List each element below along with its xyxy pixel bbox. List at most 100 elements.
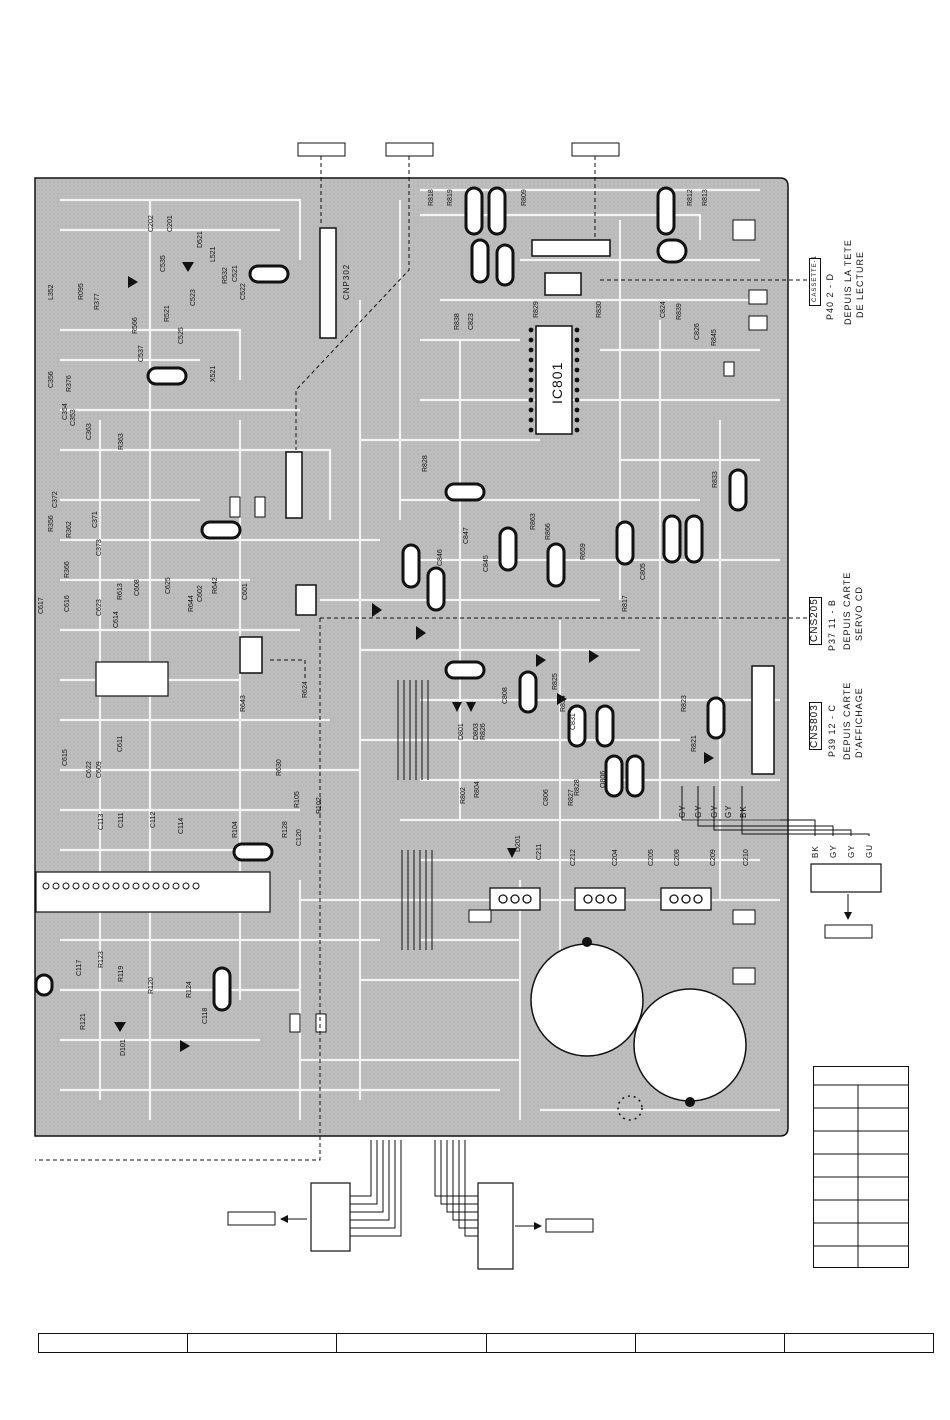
ref-r826: R826 <box>480 723 487 740</box>
cn-top <box>531 239 611 257</box>
reference-boxes <box>227 142 873 1233</box>
ref-r823: R823 <box>681 695 688 712</box>
ref-r376: R376 <box>66 375 73 392</box>
ref-c356: C356 <box>48 371 55 388</box>
ref-r833: R833 <box>712 471 719 488</box>
harness-right-plug <box>477 1182 514 1270</box>
ref-r613: R613 <box>117 583 124 600</box>
harness-left <box>350 1140 402 1237</box>
ref-r119: R119 <box>118 965 125 982</box>
right-cable <box>681 786 870 836</box>
wire-gy-3: GY <box>710 804 719 818</box>
ic801 <box>528 325 580 435</box>
ref-r105: R105 <box>294 791 301 808</box>
ref-c353: C353 <box>70 409 77 426</box>
ref-c615: C615 <box>62 749 69 766</box>
ref-r102: R102 <box>316 797 323 814</box>
ref-r377: R377 <box>94 293 101 310</box>
ref-c120: C120 <box>296 829 303 846</box>
ref-r819: R819 <box>447 189 454 206</box>
cns803-line1: DEPUIS CARTE <box>842 681 852 760</box>
right-plug <box>810 863 882 893</box>
cns803-line2: D'AFFICHAGE <box>854 687 864 758</box>
copper-traces <box>60 188 780 1120</box>
cassette-tag: CASSETTE-1 <box>812 254 818 302</box>
ref-r828: R828 <box>574 779 581 796</box>
diodes <box>114 262 714 1052</box>
ref-c112: C112 <box>150 811 157 828</box>
mount-hole <box>617 1095 643 1121</box>
wire-gy-1: GY <box>678 804 687 818</box>
cns803-page: P39 12 - C <box>827 703 837 757</box>
ref-c537: C537 <box>138 345 145 362</box>
ref-d801: D801 <box>458 723 465 740</box>
ref-d803: D803 <box>473 723 480 740</box>
ref-c617: C617 <box>38 597 45 614</box>
ref-c608: C608 <box>134 579 141 596</box>
display-pins <box>42 882 200 890</box>
white-pads <box>229 219 768 1033</box>
ref-r642: R642 <box>212 577 219 594</box>
ref-c847: C847 <box>463 527 470 544</box>
ref-c845: C845 <box>483 555 490 572</box>
ref-r356: R356 <box>48 515 55 532</box>
ref-d101: D101 <box>120 1039 127 1056</box>
ref-c111: C111 <box>118 812 125 828</box>
ref-r834: R834 <box>560 695 567 712</box>
ref-r624: R624 <box>302 681 309 698</box>
ref-c208: C208 <box>674 849 681 866</box>
ref-r818: R818 <box>428 189 435 206</box>
ref-r124: R124 <box>186 981 193 998</box>
ref-c823: C823 <box>468 313 475 330</box>
ref-d201: D201 <box>515 835 522 852</box>
ref-c202: C202 <box>148 215 155 232</box>
ref-c118: C118 <box>202 1007 209 1024</box>
three-pin-connectors <box>489 887 712 911</box>
cns205-page: P37 11 - B <box>827 599 837 651</box>
cns205-line1: DEPUIS CARTE <box>842 571 852 650</box>
ref-x521: X521 <box>210 365 217 382</box>
ref-r809: R809 <box>521 189 528 206</box>
jumper-pads <box>34 186 748 1012</box>
harness-right <box>434 1140 478 1237</box>
cns205-tag: CNS205 <box>809 598 820 642</box>
ref-c210: C210 <box>743 849 750 866</box>
ref-c826: C826 <box>694 323 701 340</box>
ref-r366: R366 <box>64 561 71 578</box>
ref-c201: C201 <box>167 215 174 232</box>
ref-c622: C622 <box>86 761 93 778</box>
ref-c602: C602 <box>197 585 204 602</box>
ref-c363: C363 <box>86 423 93 440</box>
wire-gy-5: GY <box>829 844 838 858</box>
ref-r838: R838 <box>454 313 461 330</box>
ref-r104: R104 <box>232 821 239 838</box>
ref-r363: R363 <box>118 433 125 450</box>
ref-q806: Q806 <box>600 770 607 788</box>
ref-c205: C205 <box>648 849 655 866</box>
ref-c523: C523 <box>190 289 197 306</box>
cnp302-label: CNP302 <box>342 263 351 300</box>
cassette-page: P40 2 - D <box>825 272 835 320</box>
ref-c114: C114 <box>178 817 185 834</box>
ref-c831: C831 <box>570 713 577 730</box>
cn-small-3 <box>544 272 582 296</box>
ref-r659: R659 <box>580 543 587 560</box>
cns803-tag: CNS803 <box>809 704 820 748</box>
ref-r566: R566 <box>132 317 139 334</box>
ref-r120: R120 <box>148 977 155 994</box>
ref-c372: C372 <box>52 491 59 508</box>
ref-c209: C209 <box>710 849 717 866</box>
legend-table <box>813 1066 909 1268</box>
harness-left-plug <box>310 1182 351 1252</box>
ref-r830: R830 <box>596 301 603 318</box>
ref-c117: C117 <box>76 959 83 976</box>
ref-r828: R828 <box>422 455 429 472</box>
footer-grid <box>38 1333 934 1353</box>
ref-r829: R829 <box>533 301 540 318</box>
ref-c846: C846 <box>437 549 444 566</box>
ref-c522: C522 <box>240 283 247 300</box>
ref-c212: C212 <box>570 849 577 866</box>
ref-c824: C824 <box>660 301 667 318</box>
ref-c373: C373 <box>96 539 103 556</box>
